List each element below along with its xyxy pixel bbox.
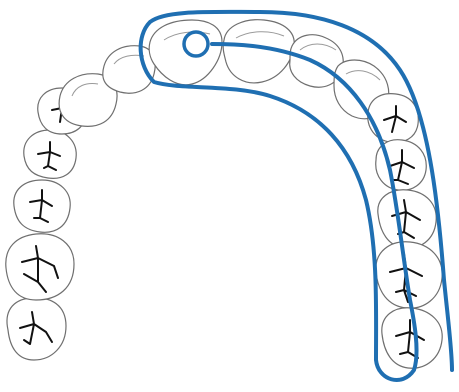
teeth-front — [59, 20, 389, 127]
tooth-right-premolar-1 — [368, 94, 419, 143]
teeth-left-side — [6, 88, 86, 360]
tooth-left-premolar-2 — [24, 130, 76, 178]
tooth-left-molar-2 — [6, 234, 74, 300]
tooth-left-molar-3 — [7, 298, 66, 360]
tooth-right-molar-1 — [378, 190, 436, 249]
marker-circle — [184, 32, 208, 56]
tooth-left-molar-1 — [14, 180, 70, 232]
